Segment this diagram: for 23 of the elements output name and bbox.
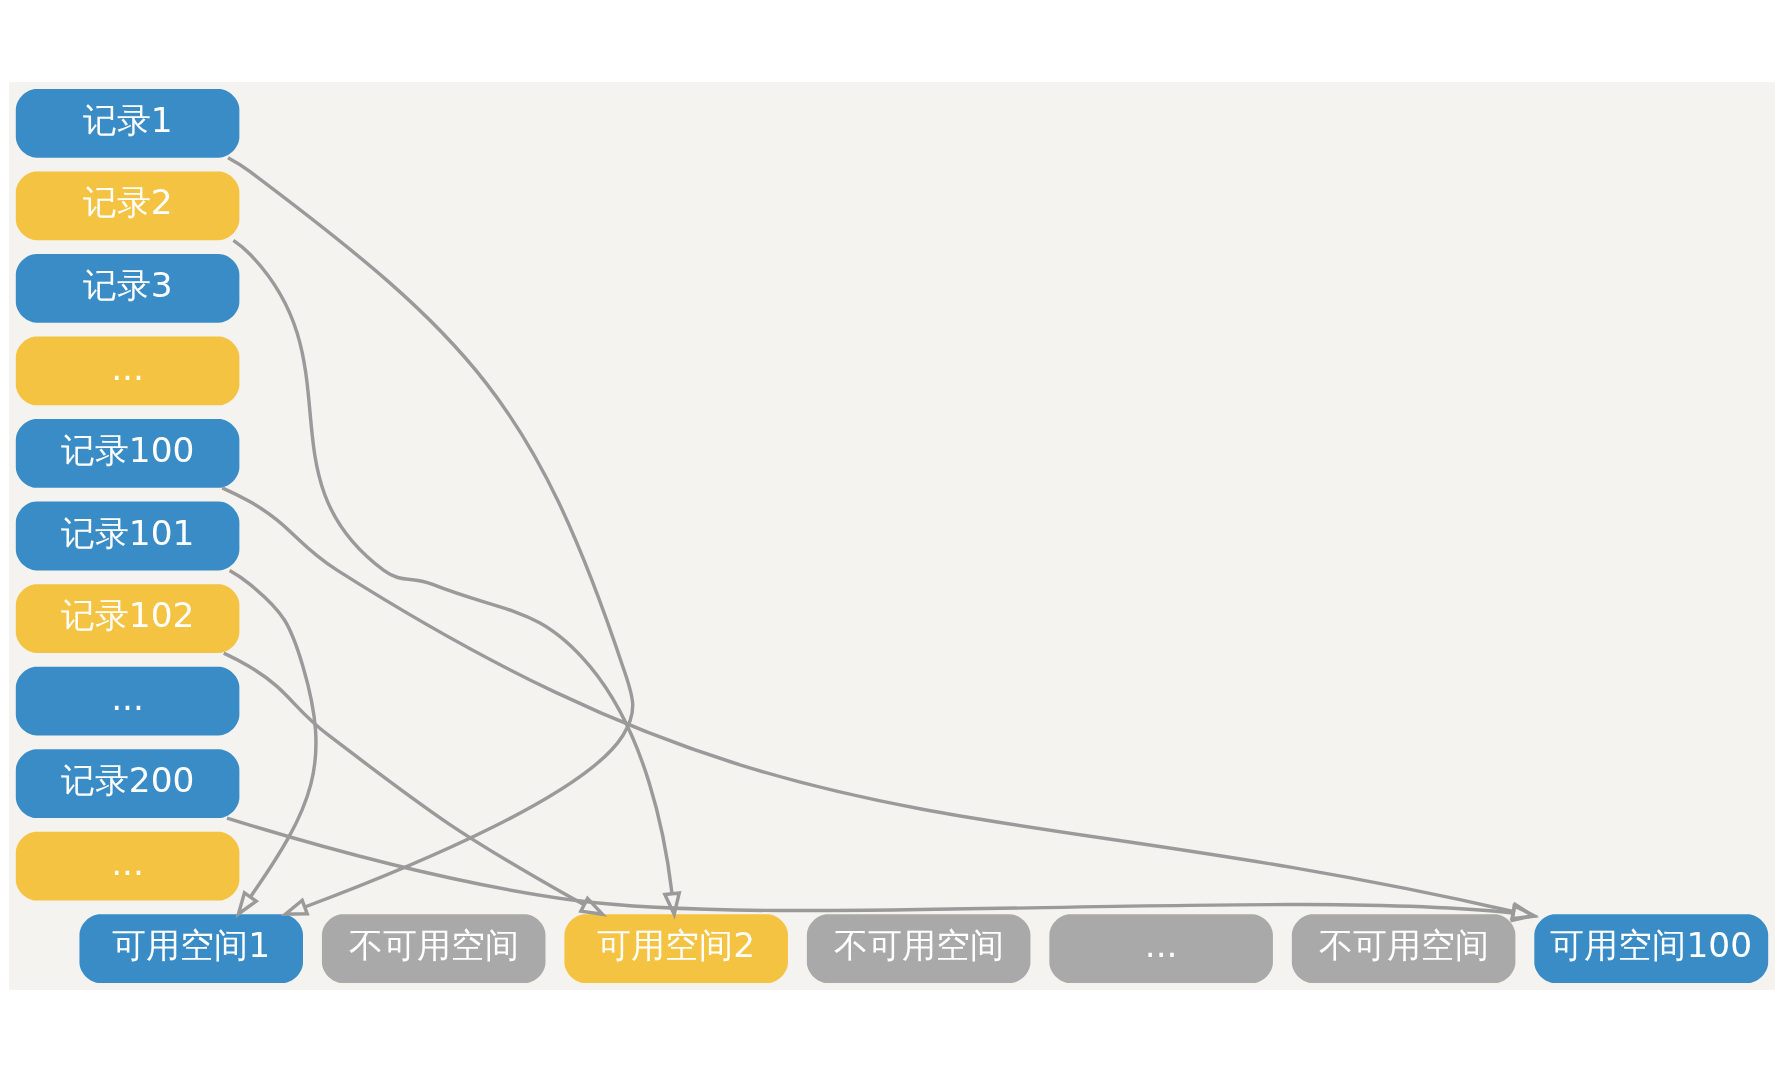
node-box: 记录100: [15, 419, 240, 488]
node-box: 记录1: [15, 88, 240, 158]
arrow: [226, 816, 1539, 923]
node-box: 不可用空间: [806, 914, 1031, 984]
node-box: ...: [1049, 914, 1273, 984]
node-box: 不可用空间: [321, 914, 546, 984]
arrow: [228, 569, 318, 919]
node-box: 不可用空间: [1291, 914, 1516, 984]
arrow: [232, 239, 682, 920]
node-box: 可用空间1: [79, 914, 303, 984]
node-box: 记录2: [15, 171, 240, 241]
node-box: 可用空间2: [564, 914, 788, 984]
arrow: [221, 486, 1539, 921]
node-box: ...: [15, 831, 240, 901]
node-box: 记录101: [15, 501, 240, 571]
arrow: [223, 651, 608, 917]
node-box: ...: [15, 336, 240, 406]
node-box: 记录3: [15, 253, 240, 323]
node-box: 记录102: [15, 584, 240, 653]
node-box: 可用空间100: [1534, 914, 1769, 984]
node-box: ...: [15, 666, 240, 736]
node-box: 记录200: [15, 749, 240, 819]
arrow: [227, 156, 635, 916]
